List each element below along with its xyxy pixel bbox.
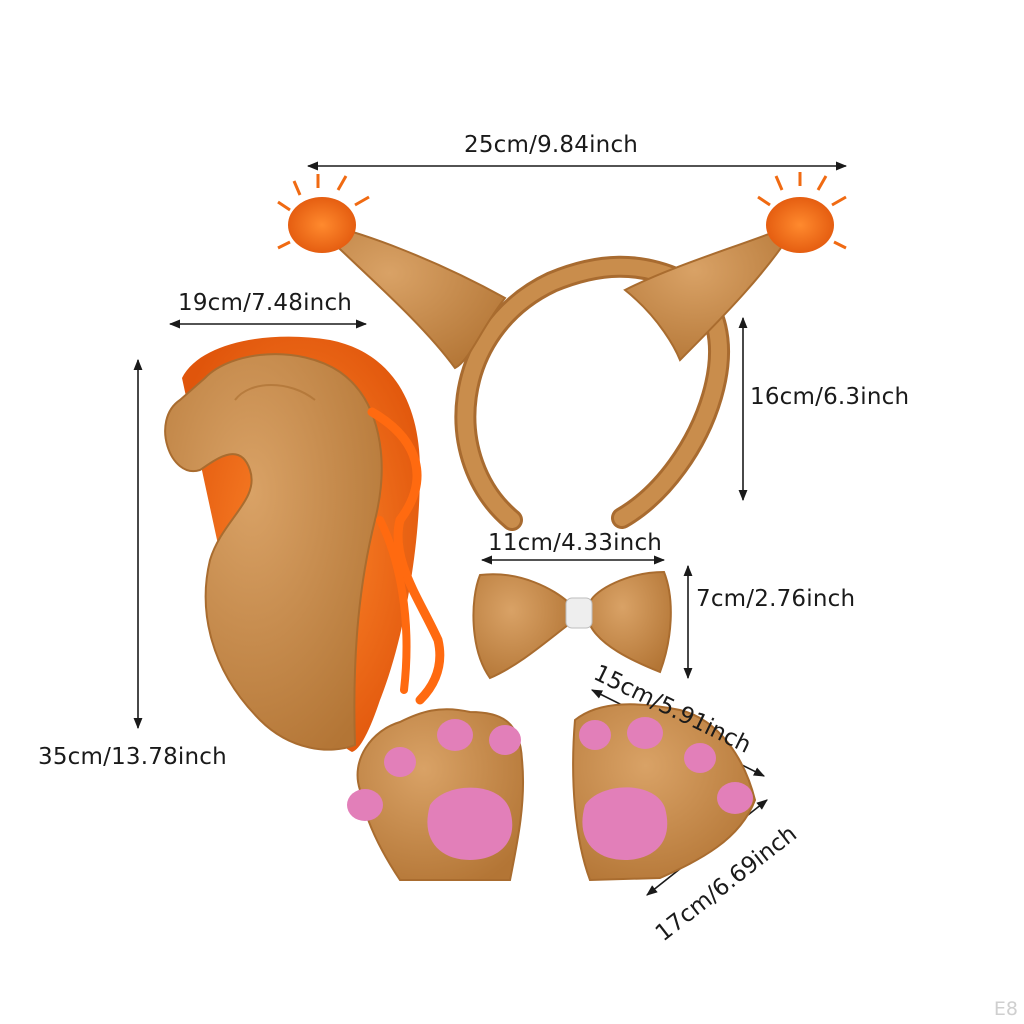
- tail-ribbon: [367, 407, 445, 705]
- bowtie: [472, 570, 672, 680]
- tail: [164, 336, 445, 752]
- headband: [277, 172, 847, 531]
- watermark: E8: [993, 998, 1018, 1020]
- ear-tuft-left: [277, 174, 370, 253]
- bowtie-height-label: 7cm/2.76inch: [696, 586, 856, 612]
- tail-width-label: 19cm/7.48inch: [178, 290, 353, 316]
- ear-tuft-right: [757, 172, 847, 253]
- tail-height-label: 35cm/13.78inch: [38, 744, 227, 770]
- headband-width-label: 25cm/9.84inch: [464, 132, 639, 158]
- bowtie-width-label: 11cm/4.33inch: [488, 530, 663, 556]
- paw-left: [347, 708, 525, 881]
- paw-right: [572, 703, 757, 882]
- headband-height-label: 16cm/6.3inch: [750, 384, 910, 410]
